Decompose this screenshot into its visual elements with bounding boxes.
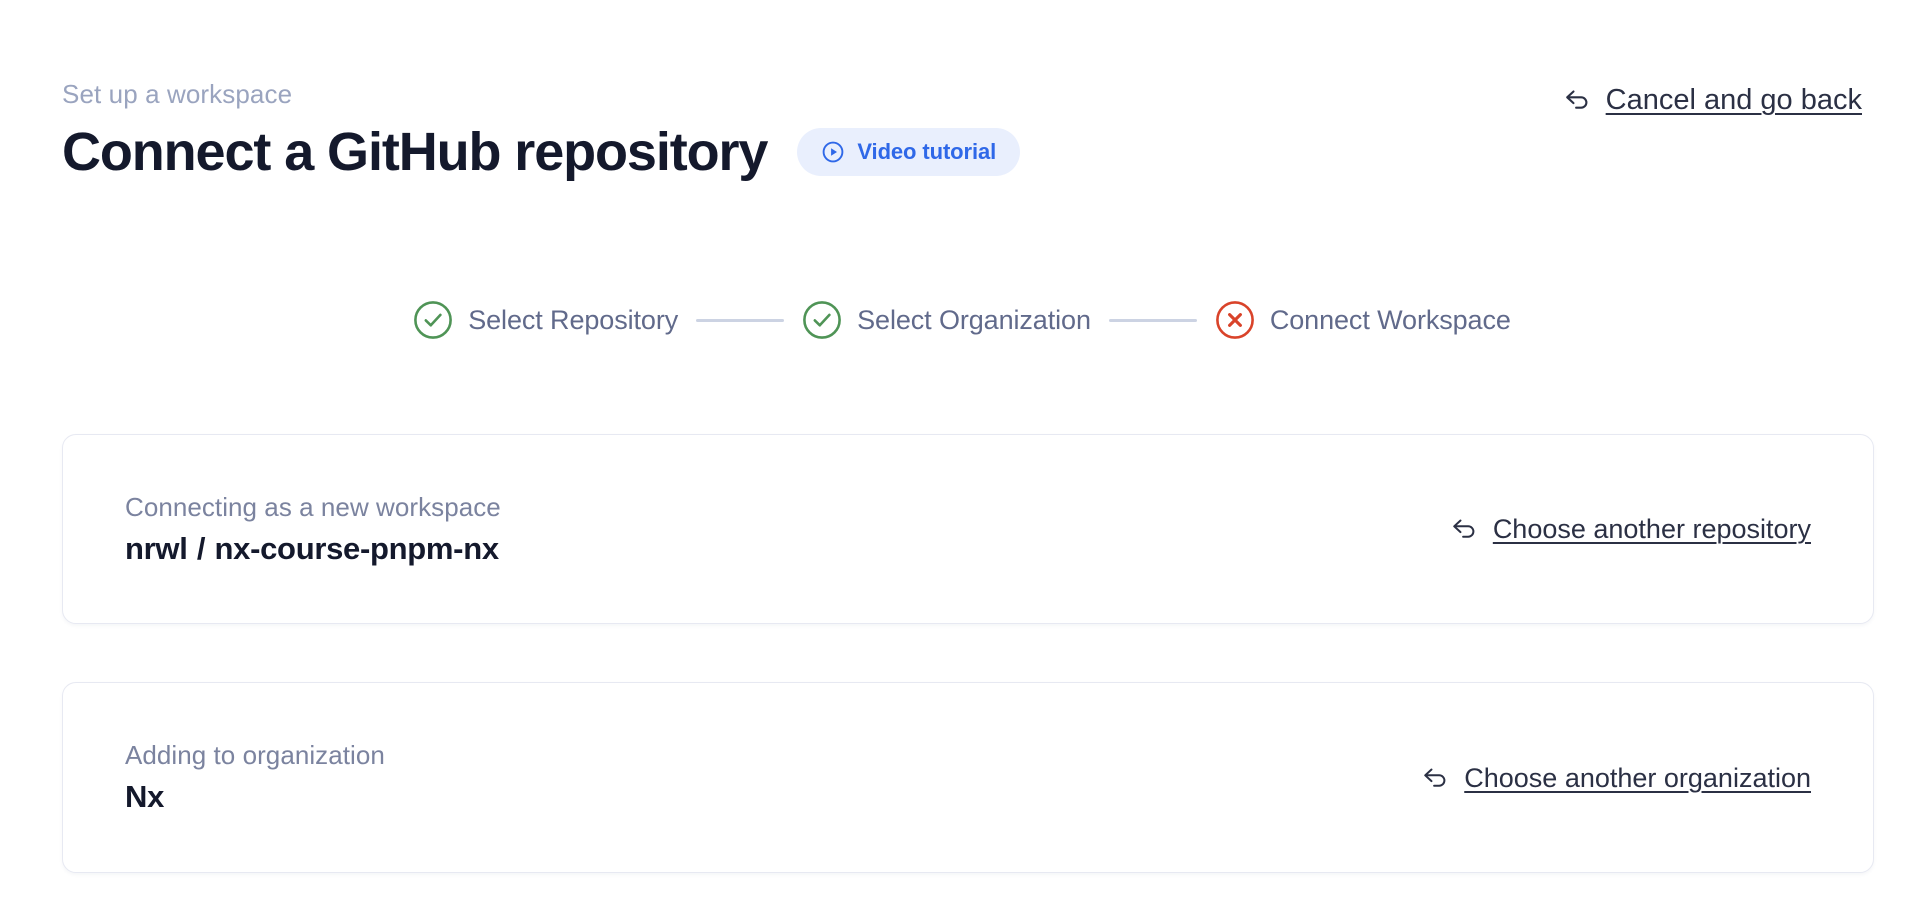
step-label: Select Organization bbox=[857, 305, 1091, 335]
organization-caption: Adding to organization bbox=[125, 740, 385, 770]
repository-info: Connecting as a new workspace nrwl / nx-… bbox=[125, 490, 501, 569]
choose-another-repository-label: Choose another repository bbox=[1492, 514, 1811, 544]
back-arrow-icon bbox=[1564, 87, 1592, 113]
cancel-and-go-back-link[interactable]: Cancel and go back bbox=[1564, 82, 1862, 118]
page-eyebrow: Set up a workspace bbox=[62, 79, 293, 109]
organization-value: Nx bbox=[125, 779, 165, 814]
check-circle-icon bbox=[802, 300, 842, 340]
video-tutorial-button[interactable]: Video tutorial bbox=[797, 128, 1021, 176]
cancel-and-go-back-label: Cancel and go back bbox=[1605, 84, 1862, 116]
progress-stepper: Select Repository Select Organization Co… bbox=[0, 300, 1924, 340]
step-connector bbox=[1108, 318, 1197, 322]
play-circle-icon bbox=[821, 140, 845, 164]
x-circle-icon bbox=[1215, 300, 1255, 340]
repository-owner: nrwl bbox=[125, 530, 188, 566]
back-arrow-icon bbox=[1451, 516, 1479, 542]
organization-info: Adding to organization Nx bbox=[125, 738, 385, 817]
repository-card: Connecting as a new workspace nrwl / nx-… bbox=[62, 434, 1874, 624]
choose-another-organization-label: Choose another organization bbox=[1464, 762, 1811, 793]
step-connect-workspace[interactable]: Connect Workspace bbox=[1215, 300, 1511, 340]
title-row: Connect a GitHub repository Video tutori… bbox=[62, 120, 1862, 184]
check-circle-icon bbox=[413, 300, 453, 340]
page-title: Connect a GitHub repository bbox=[62, 122, 768, 182]
repository-separator: / bbox=[196, 530, 206, 566]
repository-caption: Connecting as a new workspace bbox=[125, 491, 501, 522]
step-select-organization[interactable]: Select Organization bbox=[802, 300, 1091, 340]
organization-card: Adding to organization Nx Choose another… bbox=[62, 682, 1874, 873]
page-header: Set up a workspace Connect a GitHub repo… bbox=[62, 78, 1862, 184]
repository-value: nrwl / nx-course-pnpm-nx bbox=[125, 529, 501, 569]
choose-another-repository-link[interactable]: Choose another repository bbox=[1451, 512, 1811, 546]
step-connector bbox=[696, 318, 785, 322]
step-label: Select Repository bbox=[468, 305, 679, 335]
repository-name: nx-course-pnpm-nx bbox=[214, 530, 500, 566]
video-tutorial-label: Video tutorial bbox=[857, 139, 997, 164]
step-select-repository[interactable]: Select Repository bbox=[413, 300, 678, 340]
step-label: Connect Workspace bbox=[1269, 305, 1511, 335]
choose-another-organization-link[interactable]: Choose another organization bbox=[1422, 761, 1811, 795]
back-arrow-icon bbox=[1422, 765, 1450, 791]
